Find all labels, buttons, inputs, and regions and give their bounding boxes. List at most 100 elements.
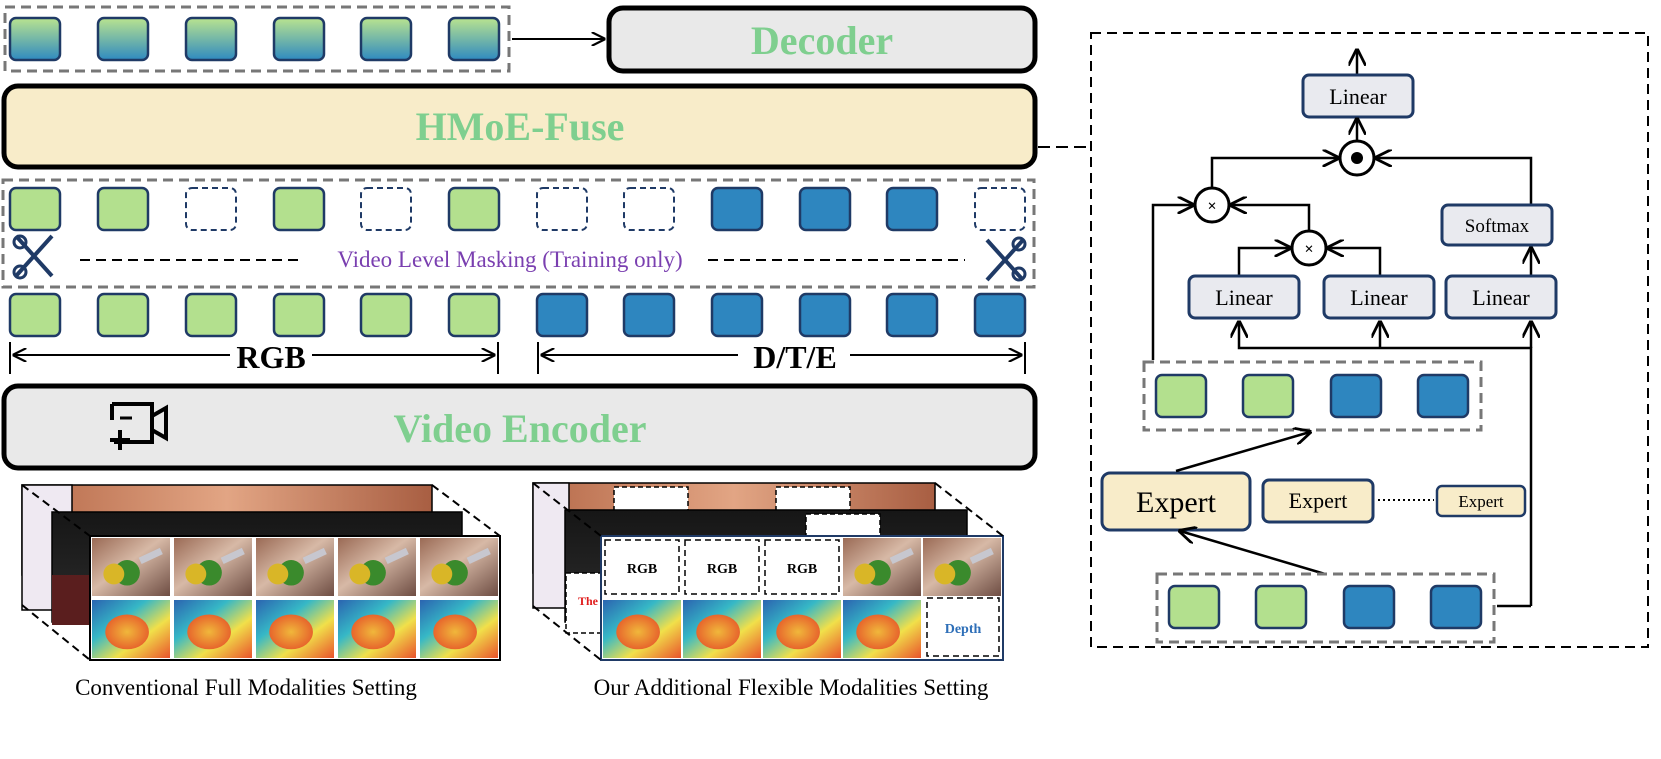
softmax-to-product <box>1376 158 1533 205</box>
object-shape <box>302 547 327 565</box>
hmoe-fuse-label: HMoE-Fuse <box>416 104 625 149</box>
linear-2-label: Linear <box>1350 285 1408 310</box>
rgb-token <box>447 186 501 232</box>
modality-token <box>710 292 764 338</box>
mul2-to-mul1 <box>1231 205 1311 231</box>
expert-output-token-group <box>1142 360 1483 432</box>
modality-token <box>798 186 852 232</box>
missing-modality-placeholder <box>926 597 1000 657</box>
linear2-to-mul2 <box>1328 248 1382 275</box>
object-shape <box>856 614 900 650</box>
linear-3-box <box>1444 274 1558 320</box>
expert-2-box <box>1261 478 1375 524</box>
expert-input-token-group <box>1155 572 1496 644</box>
object-shape <box>384 547 409 565</box>
fused-token <box>447 16 501 62</box>
expert-3-box <box>1435 484 1527 518</box>
object-shape <box>889 547 914 565</box>
expert-output-token-row <box>1154 373 1470 419</box>
object-shape <box>934 563 956 585</box>
rgb-token <box>272 186 326 232</box>
input-to-expert-arrow <box>1180 531 1326 576</box>
svg-text:×: × <box>1207 198 1216 215</box>
object-shape <box>431 563 453 585</box>
modality-token <box>973 292 1027 338</box>
modality-token <box>885 186 939 232</box>
video-encoder-label: Video Encoder <box>394 406 647 451</box>
linear-top-box <box>1301 73 1415 119</box>
rgb-token <box>184 292 238 338</box>
multiply-icon: × <box>1193 186 1231 224</box>
expert-3-label: Expert <box>1458 492 1504 511</box>
rgb-token <box>1241 373 1295 419</box>
placeholder-label: RGB <box>787 562 817 577</box>
object-shape <box>776 614 820 650</box>
video-add-icon <box>110 402 168 450</box>
modality-token <box>1329 373 1383 419</box>
masked-token-row <box>8 186 1026 232</box>
object-shape <box>616 614 660 650</box>
object-shape <box>969 547 994 565</box>
rgb-token <box>447 292 501 338</box>
modality-token <box>885 292 939 338</box>
masking-label: Video Level Masking (Training only) <box>337 247 682 272</box>
placeholder-label: Depth <box>945 622 982 637</box>
linear-top-label: Linear <box>1329 84 1387 109</box>
softmax-label: Softmax <box>1465 216 1530 237</box>
object-shape <box>138 547 163 565</box>
expert-1-label: Expert <box>1136 486 1217 519</box>
scissors-icon <box>985 236 1027 282</box>
conventional-frame-stack <box>21 484 501 661</box>
object-shape <box>103 563 125 585</box>
modality-token <box>710 186 764 232</box>
hmoe-detail-panel <box>1090 32 1649 648</box>
rgb-token <box>8 292 62 338</box>
missing-modality-placeholder <box>764 539 840 595</box>
object-shape <box>267 563 289 585</box>
linear1-to-mul2 <box>1237 248 1290 275</box>
masked-token <box>974 187 1026 231</box>
object-shape <box>854 563 876 585</box>
masked-token <box>185 187 237 231</box>
thermal-placeholder-fragment: The <box>578 594 599 608</box>
mul1-to-product <box>1210 158 1338 188</box>
multiply-icon: × <box>1290 229 1328 267</box>
hmoe-fuse-box <box>1 83 1038 170</box>
modality-token <box>798 292 852 338</box>
masked-token <box>623 187 675 231</box>
decoder-token-row <box>8 16 501 62</box>
linear-2-box <box>1322 274 1436 320</box>
expert-to-tokens-arrow <box>1175 432 1310 473</box>
fused-token <box>8 16 62 62</box>
video-encoder-box <box>1 383 1038 471</box>
expert-2-label: Expert <box>1289 488 1348 513</box>
decoder-token-group <box>3 5 511 73</box>
fused-token <box>96 16 150 62</box>
svg-text:×: × <box>1304 241 1313 258</box>
object-shape <box>185 563 207 585</box>
input-token-row <box>8 292 1027 338</box>
rgb-token <box>96 186 150 232</box>
masking-group <box>1 178 1036 289</box>
object-shape <box>696 614 740 650</box>
conventional-caption: Conventional Full Modalities Setting <box>75 675 417 700</box>
modality-token <box>535 292 589 338</box>
rgb-label: RGB <box>236 339 305 375</box>
placeholder-label: RGB <box>707 562 737 577</box>
missing-modality-placeholder <box>604 539 680 595</box>
modality-token <box>1429 584 1483 630</box>
expert-input-token-row <box>1167 584 1483 630</box>
rgb-token <box>359 292 413 338</box>
object-shape <box>349 563 371 585</box>
object-shape <box>187 614 231 650</box>
elementwise-product-icon <box>1338 139 1376 177</box>
linear-1-label: Linear <box>1215 285 1273 310</box>
linear-3-label: Linear <box>1472 285 1530 310</box>
object-shape <box>466 547 491 565</box>
fused-token <box>272 16 326 62</box>
rgb-token <box>1254 584 1308 630</box>
dte-label: D/T/E <box>753 339 837 375</box>
modality-token <box>1342 584 1396 630</box>
